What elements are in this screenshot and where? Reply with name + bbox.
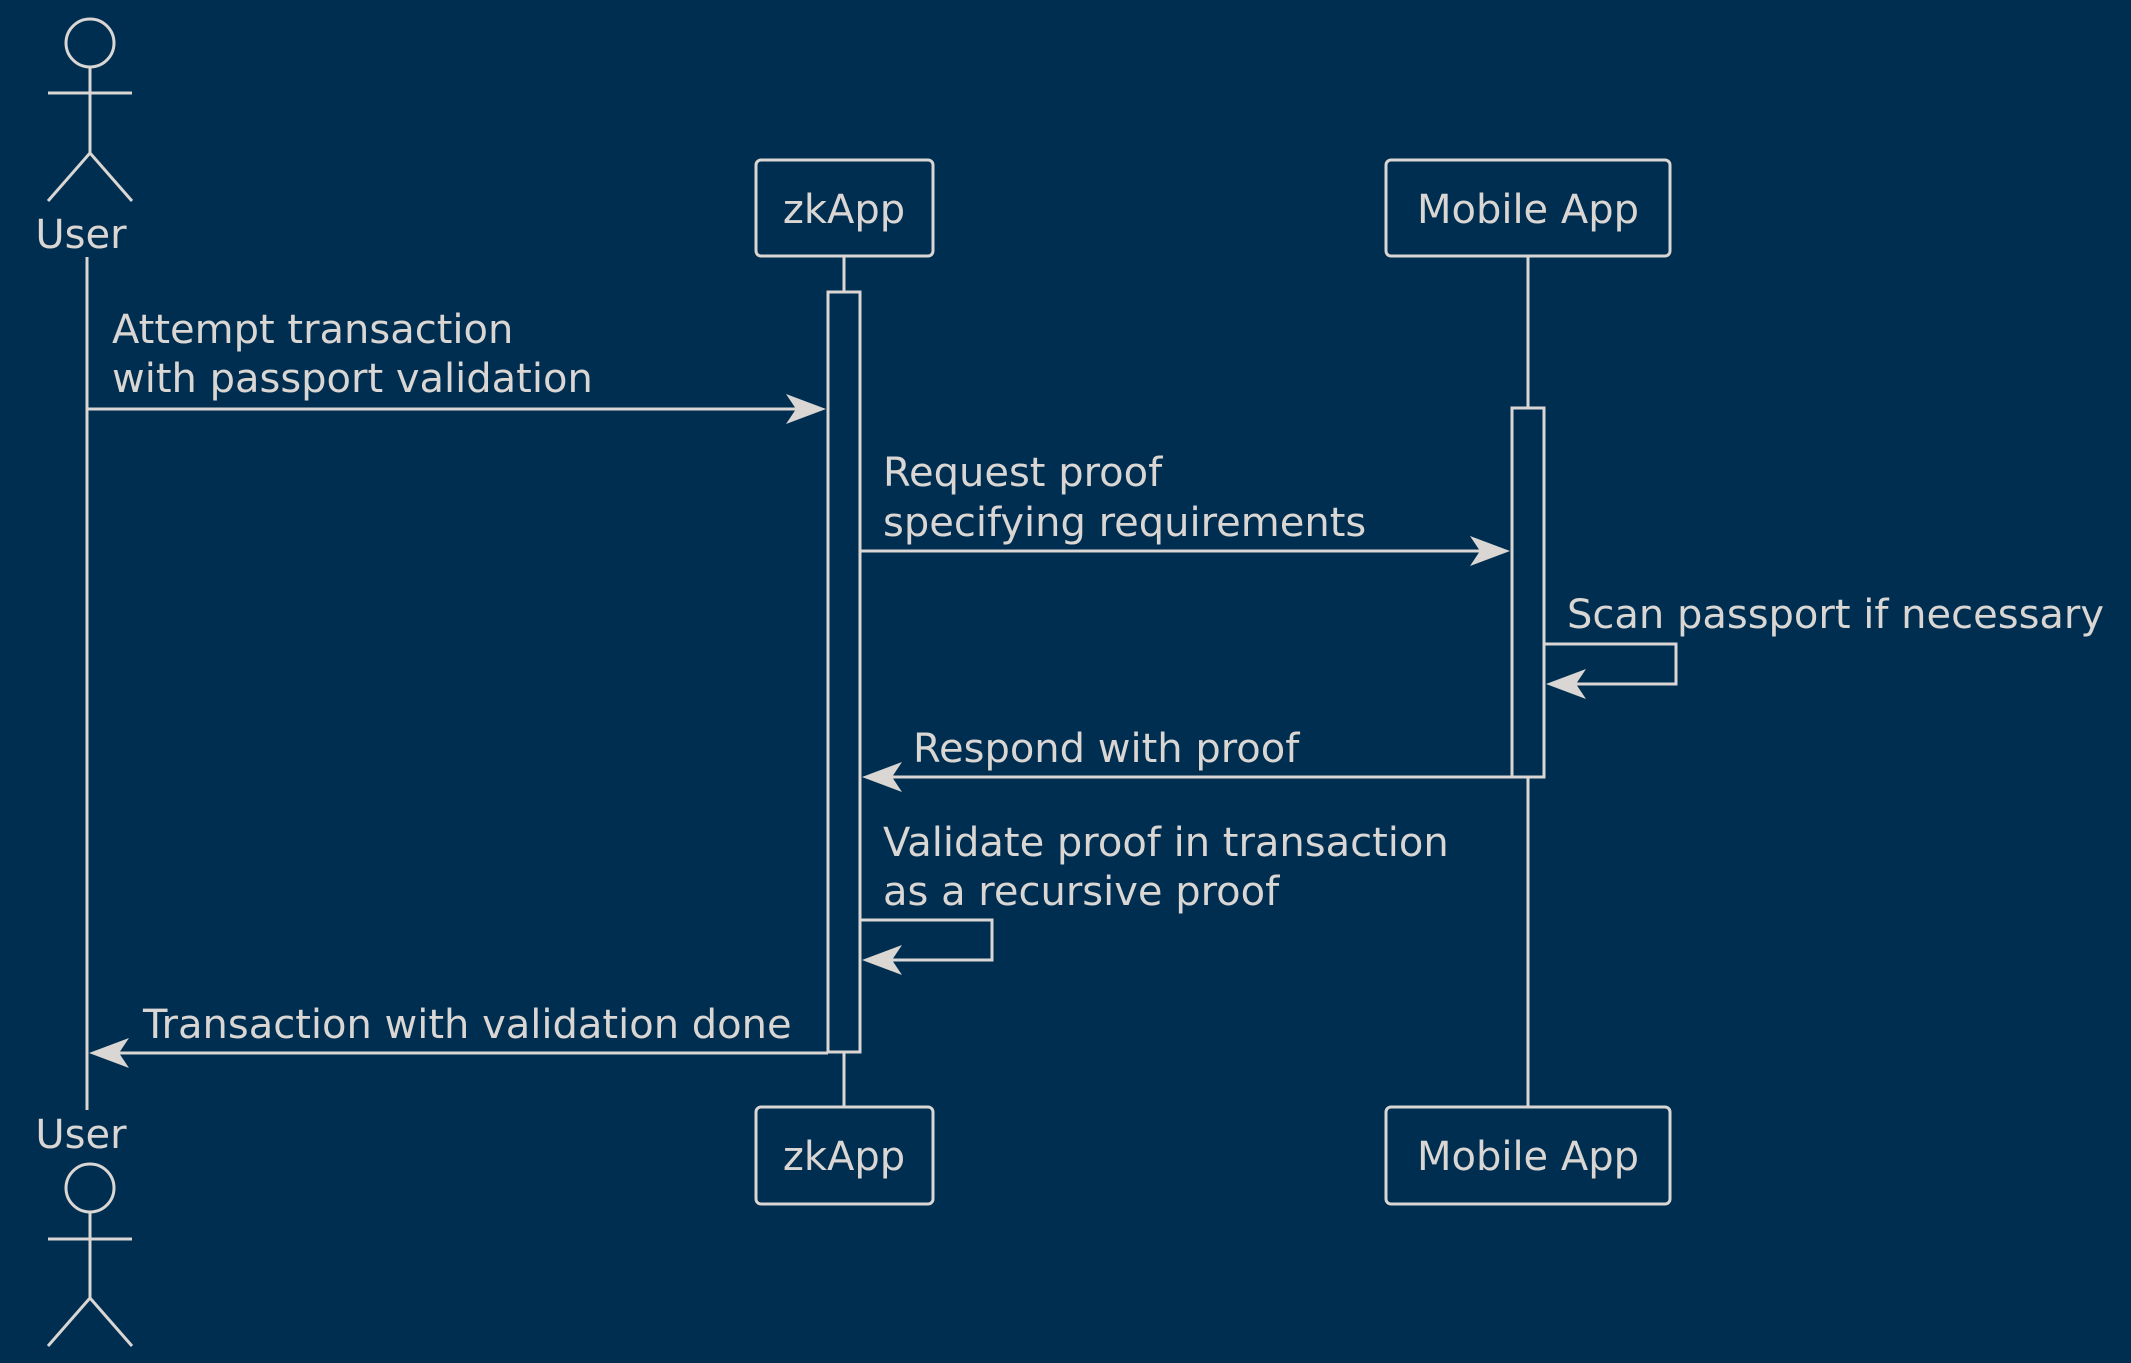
message-label-line: Respond with proof xyxy=(913,726,1300,772)
actor-left-leg xyxy=(46,1297,92,1347)
message-respond-with-proof: Respond with proof xyxy=(862,726,1512,792)
message-attempt-transaction: Attempt transaction with passport valida… xyxy=(87,307,826,424)
participant-mobile-app-bottom: Mobile App xyxy=(1384,1105,1672,1206)
participant-label-mobile-app-top: Mobile App xyxy=(1417,187,1639,233)
activation-bar-zkapp xyxy=(826,290,862,1054)
participant-zkapp-top: zkApp xyxy=(754,158,935,258)
arrow-head-icon xyxy=(1470,536,1510,566)
participant-label-user-top: User xyxy=(35,212,127,258)
participant-box xyxy=(1384,158,1672,258)
message-label-line: Validate proof in transaction xyxy=(883,820,1449,866)
message-transaction-done: Transaction with validation done xyxy=(89,1002,828,1068)
participant-label-zkapp-bottom: zkApp xyxy=(783,1134,905,1180)
message-label-line: Request proof xyxy=(883,450,1163,496)
message-label-line: specifying requirements xyxy=(883,500,1366,546)
actor-user-top: User xyxy=(35,17,134,258)
activation-bar-mobile-app xyxy=(1510,406,1546,779)
actor-left-leg xyxy=(46,152,92,202)
arrow-head-icon xyxy=(1546,669,1586,699)
arrow-head-icon xyxy=(862,762,902,792)
participant-zkapp-bottom: zkApp xyxy=(754,1105,935,1206)
actor-head xyxy=(64,1162,116,1214)
message-label-line: as a recursive proof xyxy=(883,869,1280,915)
actor-user-bottom: User xyxy=(35,1112,134,1347)
actor-right-leg xyxy=(88,1297,134,1347)
message-label-line: Scan passport if necessary xyxy=(1567,592,2104,638)
message-label-line: Transaction with validation done xyxy=(142,1002,792,1048)
message-label-line: Attempt transaction xyxy=(112,307,513,353)
message-request-proof: Request proof specifying requirements xyxy=(860,450,1510,566)
participant-mobile-app-top: Mobile App xyxy=(1384,158,1672,258)
actor-right-leg xyxy=(88,152,134,202)
participant-box xyxy=(754,158,935,258)
message-label-line: with passport validation xyxy=(112,356,593,402)
arrow-head-icon xyxy=(89,1038,129,1068)
message-scan-passport: Scan passport if necessary xyxy=(1544,592,2104,699)
arrow-head-icon xyxy=(786,394,826,424)
participant-label-user-bottom: User xyxy=(35,1112,127,1158)
actor-head xyxy=(64,17,116,69)
participant-label-zkapp-top: zkApp xyxy=(783,187,905,233)
arrow-head-icon xyxy=(862,945,902,975)
message-validate-proof: Validate proof in transaction as a recur… xyxy=(860,820,1449,975)
participant-box xyxy=(754,1105,935,1206)
message-arrow-line xyxy=(860,918,994,962)
message-arrow-line xyxy=(1544,642,1678,686)
participant-box xyxy=(1384,1105,1672,1206)
participant-label-mobile-app-bottom: Mobile App xyxy=(1417,1134,1639,1180)
